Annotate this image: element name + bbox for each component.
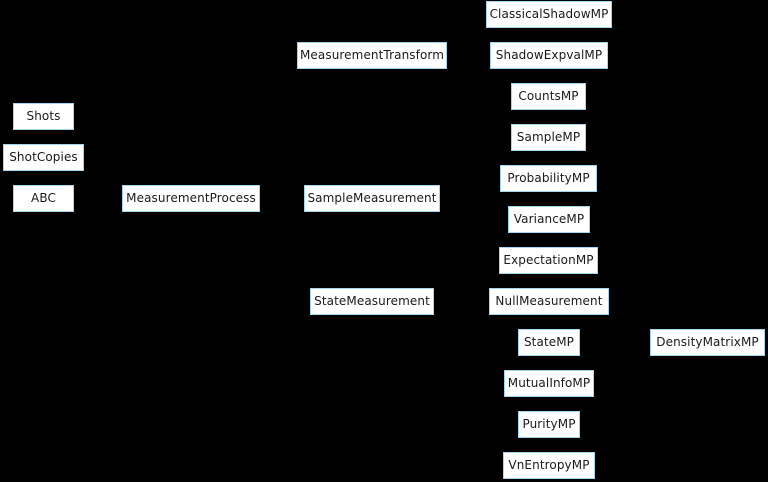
class-node-shadow-expval-mp[interactable]: ShadowExpvalMP: [490, 42, 608, 69]
class-node-purity-mp[interactable]: PurityMP: [518, 411, 580, 438]
class-node-mutual-info-mp[interactable]: MutualInfoMP: [504, 370, 594, 397]
class-node-sample-mp[interactable]: SampleMP: [511, 124, 586, 151]
edge-measurement-process-to-state-measurement: [260, 198, 310, 302]
class-node-abc[interactable]: ABC: [13, 185, 74, 212]
edge-measurement-process-to-measurement-transform: [260, 55, 297, 199]
edge-sample-measurement-to-null-measurement: [440, 198, 489, 302]
class-node-probability-mp[interactable]: ProbabilityMP: [500, 165, 597, 192]
class-node-variance-mp[interactable]: VarianceMP: [508, 206, 590, 233]
class-node-null-measurement[interactable]: NullMeasurement: [489, 288, 609, 315]
edge-sample-measurement-to-variance-mp: [440, 198, 508, 220]
class-node-classical-shadow-mp[interactable]: ClassicalShadowMP: [486, 1, 612, 28]
edge-sample-measurement-to-expectation-mp: [440, 198, 499, 261]
class-node-measurement-process[interactable]: MeasurementProcess: [122, 185, 260, 212]
class-node-counts-mp[interactable]: CountsMP: [511, 83, 586, 110]
class-node-vn-entropy-mp[interactable]: VnEntropyMP: [503, 452, 595, 479]
edge-sample-measurement-to-probability-mp: [440, 178, 500, 199]
class-node-shots[interactable]: Shots: [13, 103, 74, 130]
class-node-state-mp[interactable]: StateMP: [518, 329, 580, 356]
class-node-density-matrix-mp[interactable]: DensityMatrixMP: [650, 329, 765, 356]
edge-state-measurement-to-vn-entropy-mp: [434, 301, 503, 466]
class-node-measurement-transform[interactable]: MeasurementTransform: [297, 42, 447, 69]
class-node-state-measurement[interactable]: StateMeasurement: [310, 288, 434, 315]
edge-shot-copies-to-measurement-process: [84, 157, 122, 199]
edge-measurement-transform-to-classical-shadow-mp: [447, 14, 486, 56]
class-node-shot-copies[interactable]: ShotCopies: [3, 144, 84, 171]
class-node-sample-measurement[interactable]: SampleMeasurement: [304, 185, 440, 212]
class-node-expectation-mp[interactable]: ExpectationMP: [499, 247, 598, 274]
edge-state-measurement-to-purity-mp: [434, 301, 518, 425]
